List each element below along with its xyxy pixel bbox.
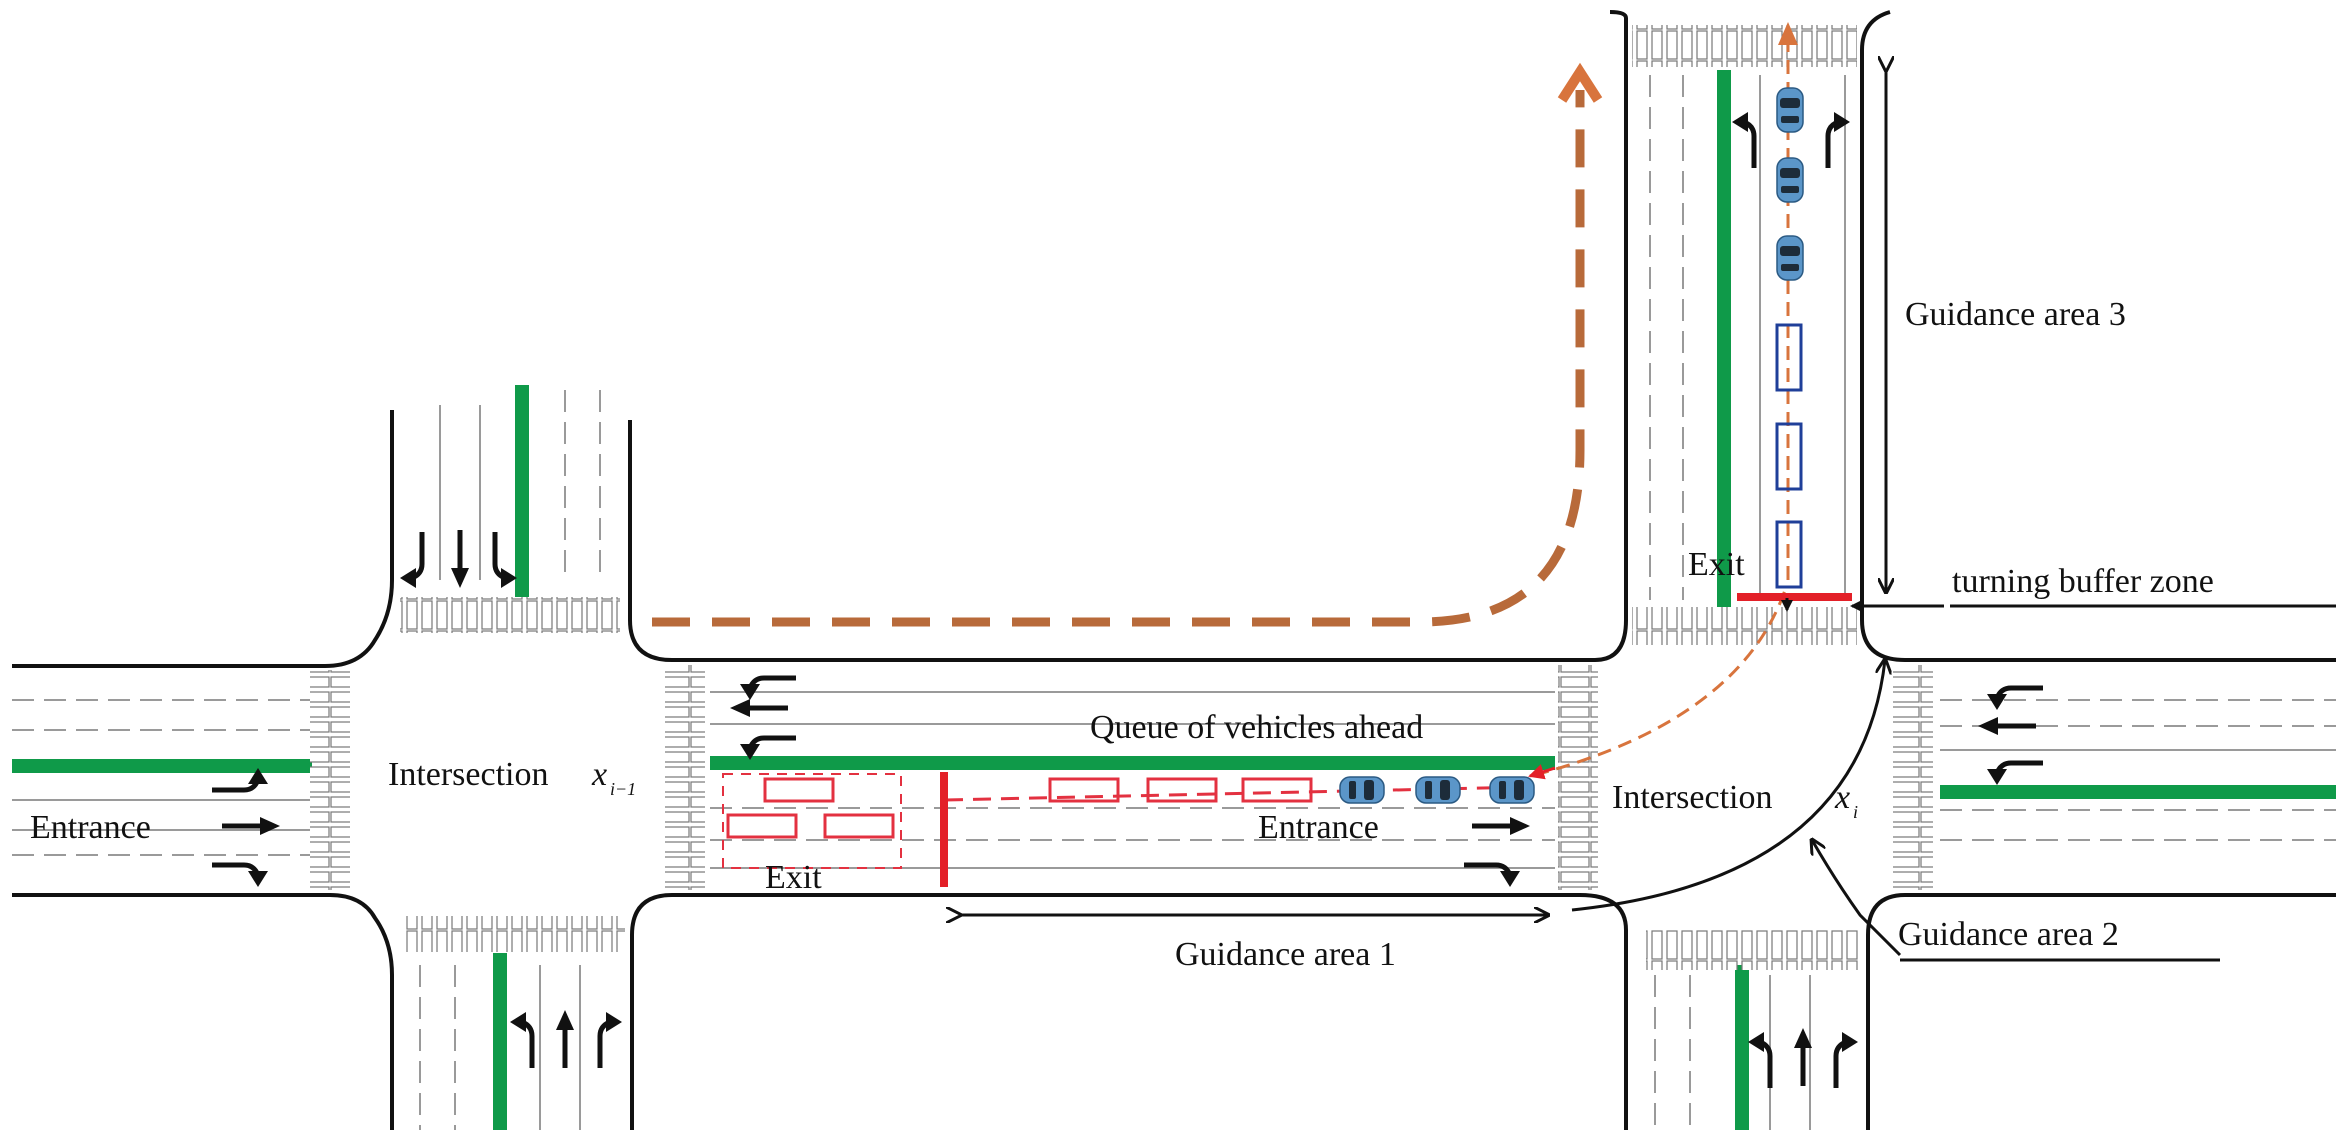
intersection-right-subscript: i (1853, 802, 1858, 822)
guidance-area-2-arc (1571, 660, 1885, 912)
intersection-right-label: Intersection (1612, 779, 1773, 816)
intersection-left-subscript: i−1 (610, 779, 636, 799)
intersection-left-label: Intersection (388, 756, 549, 793)
guidance-area-1-label: Guidance area 1 (1175, 936, 1396, 973)
right-turn-arrow-icon (212, 865, 268, 887)
turning-buffer-bar (1737, 593, 1852, 601)
intersection-right-variable: x (1834, 779, 1850, 816)
vehicle-path (1534, 40, 1790, 777)
left-turn-arrow-icon (740, 678, 796, 700)
labels: Intersection x i−1 Intersection x i Entr… (30, 296, 2214, 973)
stop-bar-mid (940, 772, 948, 887)
left-turn-arrow-icon (1748, 1032, 1770, 1088)
right-turn-arrow-icon (1836, 1032, 1858, 1088)
guidance-area-2-pointer (1812, 840, 1902, 957)
guidance-route (652, 62, 1603, 627)
intersection-left-variable: x (591, 756, 607, 793)
guidance-area-3-label: Guidance area 3 (1905, 296, 2126, 333)
crosswalks (310, 25, 1933, 970)
dimension-arrows (960, 70, 2336, 962)
medians (12, 70, 2336, 1130)
straight-arrow-icon (1978, 717, 2036, 735)
straight-arrow-icon (222, 817, 280, 835)
right-turn-arrow-icon (600, 1012, 622, 1068)
guidance-area-2-label: Guidance area 2 (1898, 916, 2119, 953)
right-turn-arrow-icon (400, 532, 422, 588)
exit-boxes (722, 773, 902, 869)
left-turn-arrow-icon (1732, 112, 1754, 168)
left-turn-arrow-icon (1987, 763, 2043, 785)
entrance-mid-label: Entrance (1258, 809, 1379, 846)
right-turn-arrow-icon (1828, 112, 1850, 168)
straight-arrow-icon (556, 1010, 574, 1068)
queue-pointer-arrow (1528, 764, 1556, 780)
straight-arrow-icon (730, 699, 788, 717)
entrance-left-label: Entrance (30, 809, 151, 846)
vehicle-path-arrowhead (1778, 22, 1798, 45)
queue-label: Queue of vehicles ahead (1090, 709, 1423, 746)
exit-top-label: Exit (1688, 546, 1745, 583)
turning-buffer-label: turning buffer zone (1952, 563, 2214, 600)
left-turn-arrow-icon (510, 1012, 532, 1068)
lane-lines (12, 75, 2336, 1130)
exit-mid-label: Exit (765, 859, 822, 896)
guide-boxes (1775, 323, 1803, 589)
left-turn-arrow-icon (495, 532, 517, 588)
straight-arrow-icon (451, 530, 469, 588)
straight-arrow-icon (1472, 817, 1530, 835)
